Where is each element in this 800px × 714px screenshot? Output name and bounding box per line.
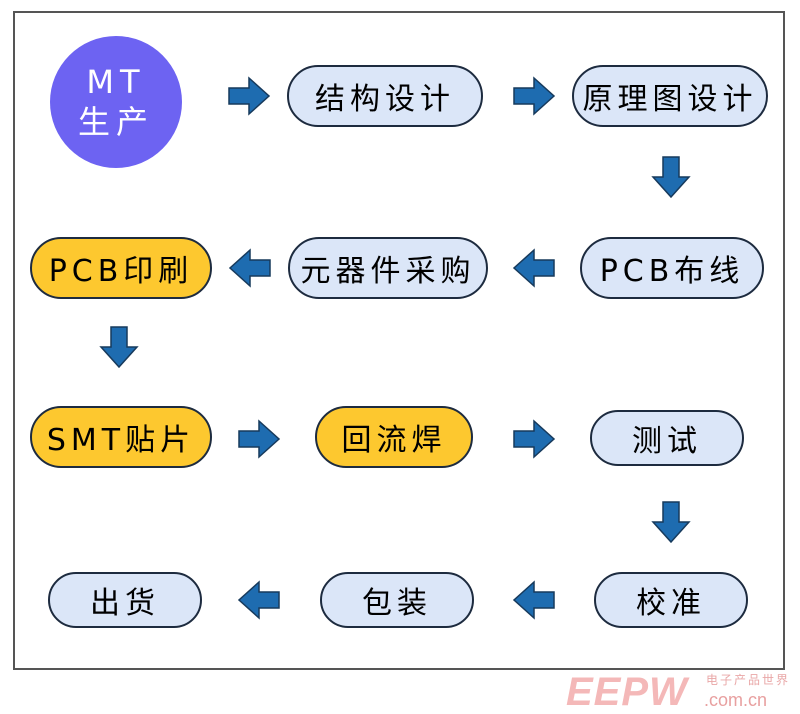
step-label: 回流焊	[341, 423, 447, 458]
watermark-logo: EEPW	[566, 670, 688, 714]
flow-arrow-right	[227, 74, 271, 118]
step-pcb-layout: PCB布线	[580, 237, 764, 299]
step-calibration: 校准	[594, 572, 748, 628]
flow-arrow-left	[512, 578, 556, 622]
step-packaging: 包装	[320, 572, 474, 628]
step-label: 元器件采购	[300, 254, 476, 289]
watermark-tagline: 电子产品世界	[706, 673, 791, 687]
step-label: 包装	[362, 586, 432, 621]
step-label: 校准	[636, 586, 706, 621]
step-label: SMT贴片	[46, 423, 196, 458]
eepw-watermark: EEPW 电子产品世界 .com.cn	[566, 672, 800, 713]
step-reflow-soldering: 回流焊	[315, 406, 473, 468]
step-label: 结构设计	[315, 82, 455, 117]
flow-arrow-left	[228, 246, 272, 290]
step-testing: 测试	[590, 410, 744, 466]
step-smt-placement: SMT贴片	[30, 406, 212, 468]
flow-arrow-down	[97, 325, 141, 369]
flow-arrow-down	[649, 155, 693, 199]
start-node-line1: MT	[86, 63, 146, 101]
step-shipping: 出货	[48, 572, 202, 628]
flow-arrow-left	[237, 578, 281, 622]
step-label: PCB布线	[599, 254, 745, 289]
flow-arrow-right	[237, 417, 281, 461]
step-label: PCB印刷	[48, 254, 194, 289]
flow-arrow-right	[512, 417, 556, 461]
step-schematic-design: 原理图设计	[572, 65, 768, 127]
flow-arrow-right	[512, 74, 556, 118]
watermark-domain: .com.cn	[704, 690, 768, 710]
start-node-mt-production: MT 生产	[50, 36, 182, 168]
step-label: 测试	[632, 424, 702, 459]
step-structure-design: 结构设计	[287, 65, 483, 127]
flow-arrow-left	[512, 246, 556, 290]
step-pcb-printing: PCB印刷	[30, 237, 212, 299]
flow-arrow-down	[649, 500, 693, 544]
step-label: 出货	[90, 586, 160, 621]
start-node-line2: 生产	[77, 103, 154, 141]
step-label: 原理图设计	[582, 82, 758, 117]
step-component-procurement: 元器件采购	[288, 237, 488, 299]
